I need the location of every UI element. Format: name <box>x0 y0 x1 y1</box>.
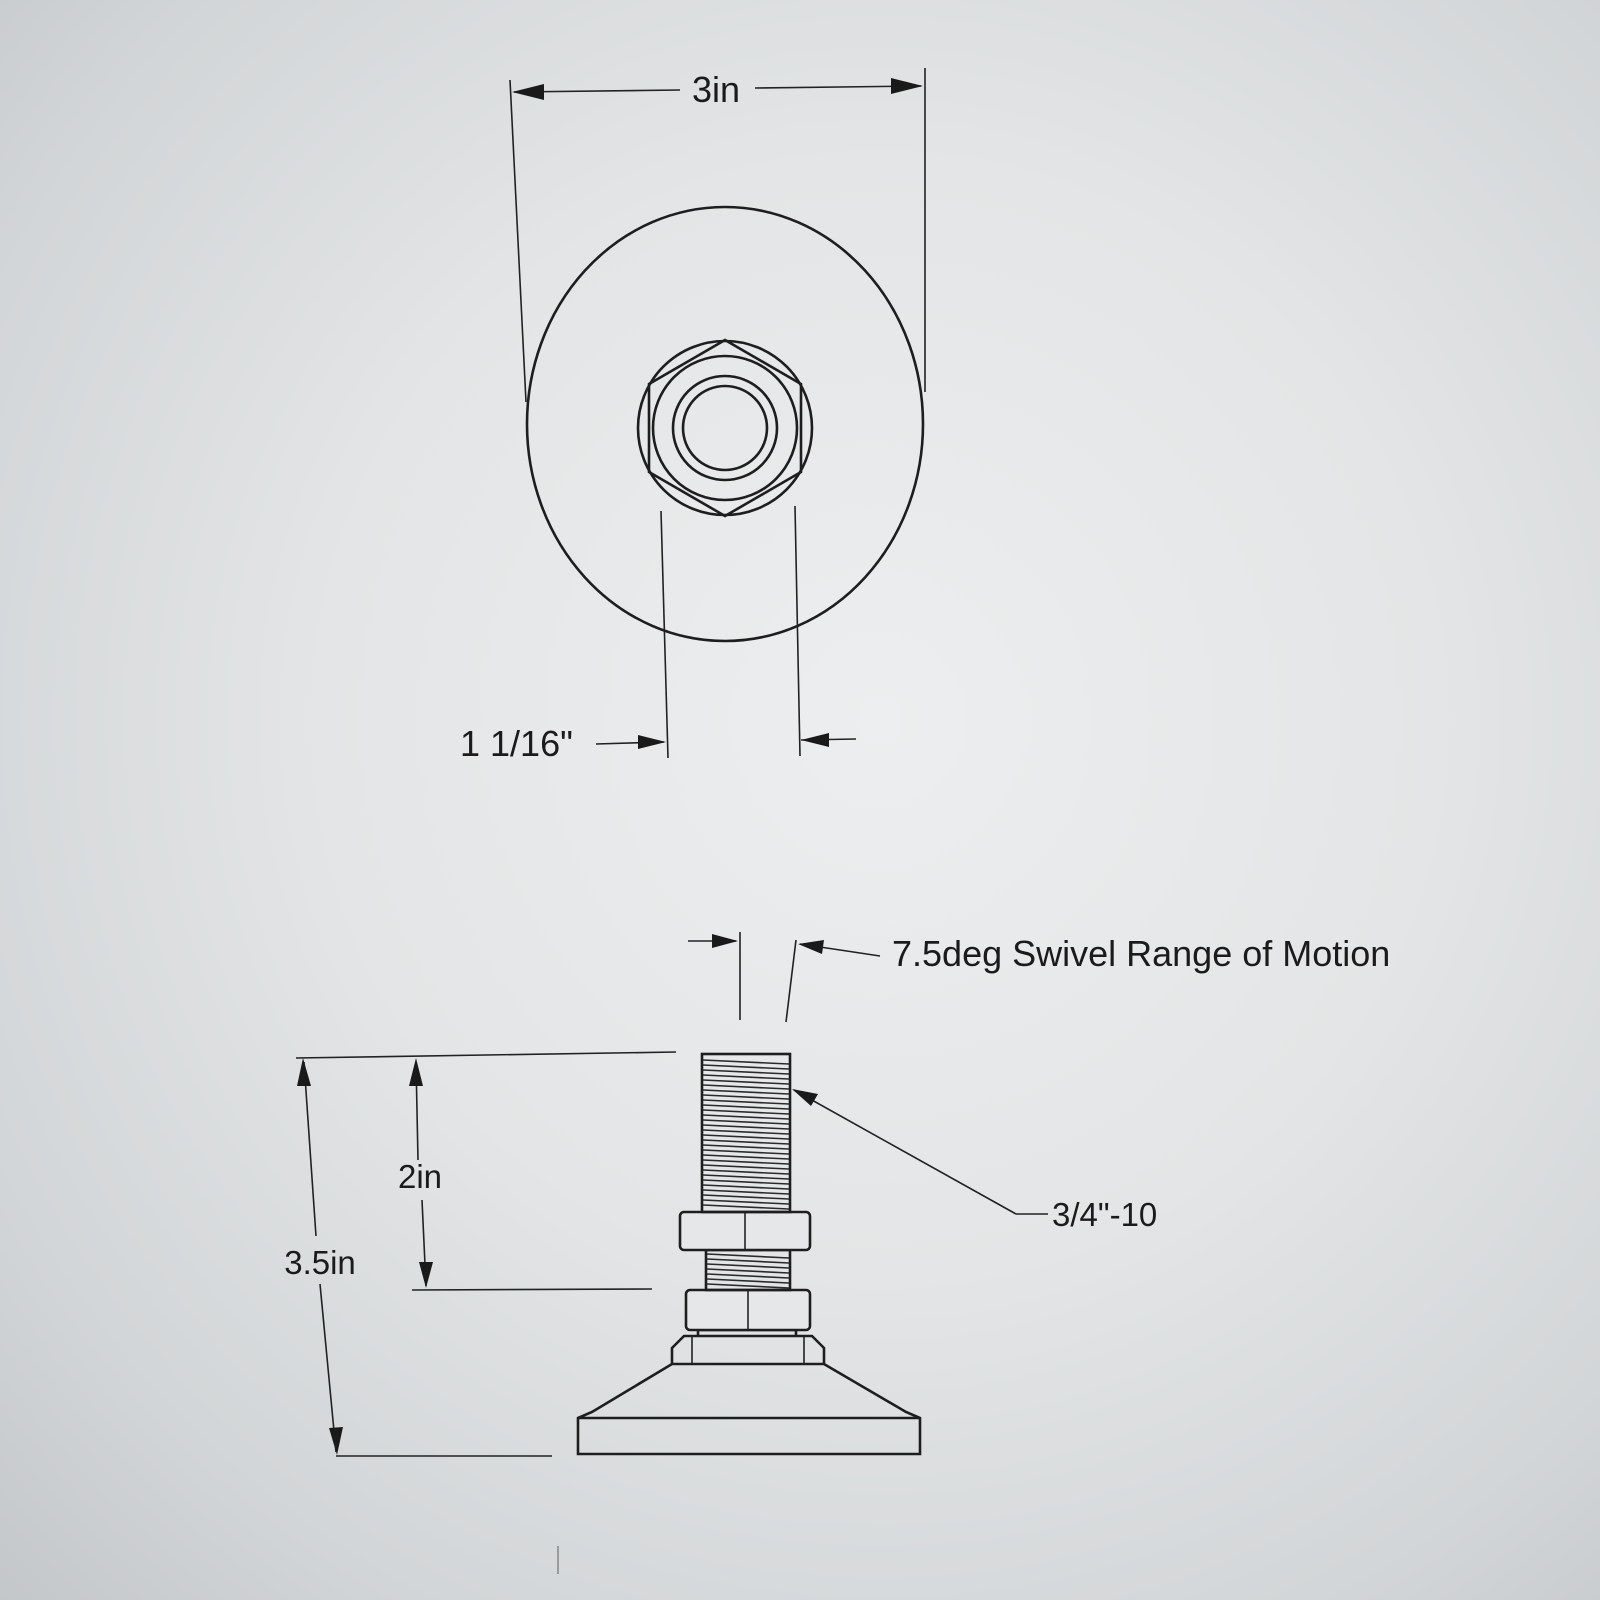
height-line-lower <box>319 1283 337 1453</box>
thread-line <box>702 1084 790 1090</box>
thread-line <box>702 1189 790 1195</box>
thread-line <box>702 1179 790 1185</box>
thread-line <box>706 1283 790 1289</box>
thread-line <box>702 1114 790 1120</box>
middle-threads <box>706 1253 790 1289</box>
threaded-stud <box>700 1052 792 1214</box>
thread-line <box>702 1089 790 1095</box>
thread-line <box>702 1109 790 1115</box>
thread-line <box>702 1169 790 1175</box>
thread-callout: 3/4"-10 <box>792 1089 1157 1233</box>
thread-line <box>702 1059 790 1065</box>
thread-line <box>702 1104 790 1110</box>
swivel-dimension: 7.5deg Swivel Range of Motion <box>688 932 1390 1023</box>
overall-height-dimension: 3.5in <box>284 1058 552 1457</box>
thread-leader-line <box>793 1089 1017 1215</box>
stud-threads <box>702 1059 790 1210</box>
arrow-right <box>801 733 829 747</box>
arrow-right <box>891 78 923 94</box>
extension-line-left <box>509 79 527 403</box>
thread-line <box>702 1199 790 1205</box>
arrow-left <box>512 84 544 100</box>
extension-line-right <box>794 505 801 757</box>
thread-line <box>702 1144 790 1150</box>
swivel-socket <box>670 1334 826 1364</box>
thread-line <box>706 1278 790 1284</box>
thread-line <box>702 1129 790 1135</box>
nut-width-label: 1 1/16" <box>460 723 573 764</box>
washer-circle <box>651 354 799 502</box>
thread-line <box>702 1099 790 1105</box>
thread-label: 3/4"-10 <box>1052 1196 1157 1233</box>
top-extension-line <box>295 1051 677 1059</box>
stud-inner-circle <box>681 384 769 472</box>
arrow-left <box>638 735 666 749</box>
nut-width-dimension: 1 1/16" <box>460 505 857 764</box>
nut-chamfer-circle <box>636 339 814 517</box>
thread-line <box>702 1164 790 1170</box>
stud-length-arrow-top <box>409 1058 423 1086</box>
stud-length-arrow-bottom <box>419 1262 433 1288</box>
thread-line <box>706 1253 790 1259</box>
thread-line <box>702 1074 790 1080</box>
swivel-label: 7.5deg Swivel Range of Motion <box>892 933 1390 974</box>
stud-length-label: 2in <box>398 1158 442 1195</box>
thread-line <box>706 1268 790 1274</box>
thread-line <box>702 1134 790 1140</box>
thread-line <box>706 1263 790 1269</box>
thread-line <box>702 1119 790 1125</box>
thread-line <box>702 1194 790 1200</box>
thread-line <box>702 1139 790 1145</box>
base-disc-outline <box>525 205 925 643</box>
thread-line <box>702 1069 790 1075</box>
base-pad-outline <box>576 1362 922 1456</box>
swivel-arrow-left <box>712 934 738 948</box>
thread-line <box>702 1094 790 1100</box>
top-view <box>525 205 925 643</box>
hex-nut-outline <box>647 338 803 518</box>
thread-line <box>702 1149 790 1155</box>
stud-length-dimension: 2in <box>295 1051 677 1291</box>
diameter-label: 3in <box>692 69 740 110</box>
thread-line <box>702 1159 790 1165</box>
thread-line <box>702 1184 790 1190</box>
thread-leader-arrow <box>792 1089 818 1106</box>
thread-line <box>706 1273 790 1279</box>
stud-outer-circle <box>671 374 779 482</box>
swivel-extension-right <box>785 939 797 1023</box>
overall-height-label: 3.5in <box>284 1244 356 1281</box>
lower-extension-line <box>411 1288 653 1291</box>
thread-line <box>702 1124 790 1130</box>
height-line-upper <box>303 1061 317 1237</box>
swivel-arrow-right <box>798 940 824 954</box>
thread-line <box>702 1204 790 1210</box>
thread-line <box>706 1258 790 1264</box>
side-view <box>576 1052 922 1456</box>
thread-line <box>702 1064 790 1070</box>
extension-line-left <box>660 510 669 759</box>
height-arrow-top <box>297 1058 311 1086</box>
thread-line <box>702 1174 790 1180</box>
thread-line <box>702 1079 790 1085</box>
diameter-dimension: 3in <box>509 68 926 403</box>
thread-line <box>702 1154 790 1160</box>
height-arrow-bottom <box>329 1427 343 1455</box>
